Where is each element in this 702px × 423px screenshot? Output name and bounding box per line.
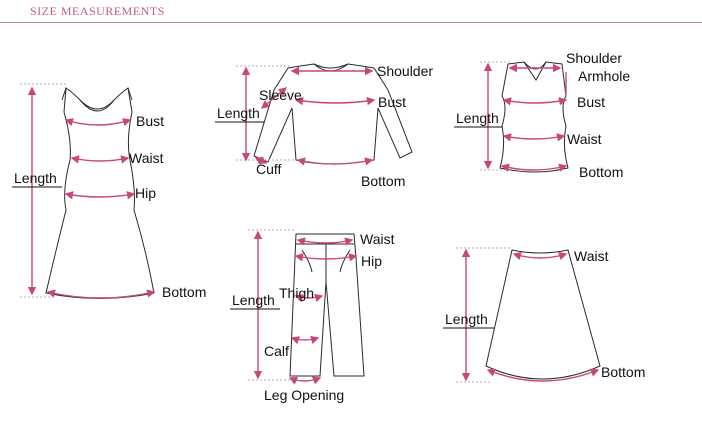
skirt-length-label: Length bbox=[445, 311, 488, 327]
dress-hip-label: Hip bbox=[135, 185, 156, 201]
vest-outline bbox=[499, 61, 569, 173]
vest-shoulder-label: Shoulder bbox=[566, 50, 622, 66]
vest-length-label: Length bbox=[456, 110, 499, 126]
pants-thigh-label: Thigh bbox=[279, 285, 314, 301]
skirt-figure: Waist Length Bottom bbox=[443, 247, 645, 383]
dress-bust-label: Bust bbox=[136, 113, 164, 129]
top-outline bbox=[253, 63, 413, 165]
dress-bottom-label: Bottom bbox=[162, 284, 206, 300]
vest-bust-label: Bust bbox=[577, 94, 605, 110]
pants-outline bbox=[289, 233, 365, 377]
top-bust-label: Bust bbox=[378, 94, 406, 110]
pants-waist-label: Waist bbox=[360, 231, 395, 247]
dress-figure: Bust Waist Hip Length Bottom bbox=[12, 83, 206, 300]
top-length-label: Length bbox=[217, 105, 260, 121]
vest-waist-label: Waist bbox=[567, 131, 602, 147]
pants-length-label: Length bbox=[232, 292, 275, 308]
pants-calf-label: Calf bbox=[264, 343, 289, 359]
pants-hip-label: Hip bbox=[361, 253, 382, 269]
dress-length-label: Length bbox=[14, 170, 57, 186]
top-shoulder-label: Shoulder bbox=[377, 63, 433, 79]
skirt-outline bbox=[485, 249, 601, 380]
top-sleeve-label: Sleeve bbox=[259, 87, 302, 103]
header-divider bbox=[0, 22, 702, 23]
vest-armhole-label: Armhole bbox=[578, 68, 630, 84]
top-cuff-label: Cuff bbox=[256, 161, 282, 177]
vest-figure: Shoulder Armhole Bust Length Waist Botto… bbox=[454, 50, 630, 180]
top-figure: Shoulder Sleeve Bust Length Cuff Bottom bbox=[215, 63, 433, 189]
skirt-bottom-label: Bottom bbox=[601, 364, 645, 380]
skirt-waist-label: Waist bbox=[574, 248, 609, 264]
pants-leg-opening-label: Leg Opening bbox=[264, 387, 344, 403]
dress-waist-label: Waist bbox=[129, 150, 164, 166]
pants-figure: Waist Hip Length Thigh Calf Leg Opening bbox=[230, 229, 395, 403]
top-bottom-label: Bottom bbox=[361, 173, 405, 189]
page-title: SIZE MEASUREMENTS bbox=[30, 4, 165, 18]
vest-bottom-label: Bottom bbox=[579, 164, 623, 180]
